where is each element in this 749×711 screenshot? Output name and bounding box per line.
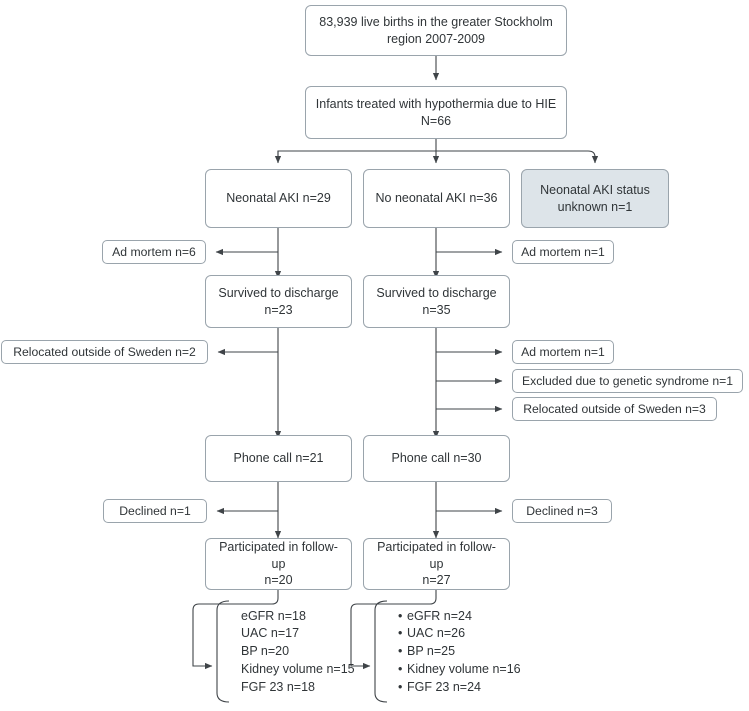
- wire-fork-right: [277, 150, 599, 164]
- outcome-list-right: eGFR n=24UAC n=26BP n=25Kidney volume n=…: [387, 609, 547, 694]
- node-ad-mortem-left-6: Ad mortem n=6: [102, 240, 206, 264]
- outcome-item: eGFR n=24: [399, 608, 547, 626]
- node-neonatal-aki: Neonatal AKI n=29: [205, 169, 352, 228]
- node-ad-mortem-right-1b: Ad mortem n=1: [512, 340, 614, 364]
- outcome-item: UAC n=17: [241, 626, 300, 641]
- node-hypothermia-treated: Infants treated with hypothermia due to …: [305, 86, 567, 139]
- bracket-left-outcomes: [216, 600, 230, 703]
- node-survived-discharge-left: Survived to discharge n=23: [205, 275, 352, 328]
- node-ad-mortem-right-1: Ad mortem n=1: [512, 240, 614, 264]
- node-participated-left: Participated in follow-up n=20: [205, 538, 352, 590]
- outcome-item: Kidney volume n=16: [399, 661, 547, 679]
- node-declined-right-3: Declined n=3: [512, 499, 612, 523]
- outcome-item: UAC n=26: [399, 625, 547, 643]
- node-relocated-right-3: Relocated outside of Sweden n=3: [512, 397, 717, 421]
- node-excluded-genetic-syndrome: Excluded due to genetic syndrome n=1: [512, 369, 743, 393]
- outcome-item: Kidney volume n=15: [241, 661, 355, 676]
- node-no-neonatal-aki: No neonatal AKI n=36: [363, 169, 510, 228]
- node-declined-left-1: Declined n=1: [103, 499, 207, 523]
- outcome-item: FGF 23 n=18: [241, 679, 315, 694]
- outcome-item: BP n=20: [241, 644, 290, 659]
- node-phone-call-right: Phone call n=30: [363, 435, 510, 482]
- node-participated-right: Participated in follow-up n=27: [363, 538, 510, 590]
- outcome-item: FGF 23 n=24: [399, 679, 547, 697]
- node-live-births: 83,939 live births in the greater Stockh…: [305, 5, 567, 56]
- node-phone-call-left: Phone call n=21: [205, 435, 352, 482]
- node-aki-status-unknown: Neonatal AKI status unknown n=1: [521, 169, 669, 228]
- outcome-item: eGFR n=18: [241, 608, 306, 623]
- outcome-item: BP n=25: [399, 643, 547, 661]
- node-relocated-left-2: Relocated outside of Sweden n=2: [1, 340, 208, 364]
- node-survived-discharge-right: Survived to discharge n=35: [363, 275, 510, 328]
